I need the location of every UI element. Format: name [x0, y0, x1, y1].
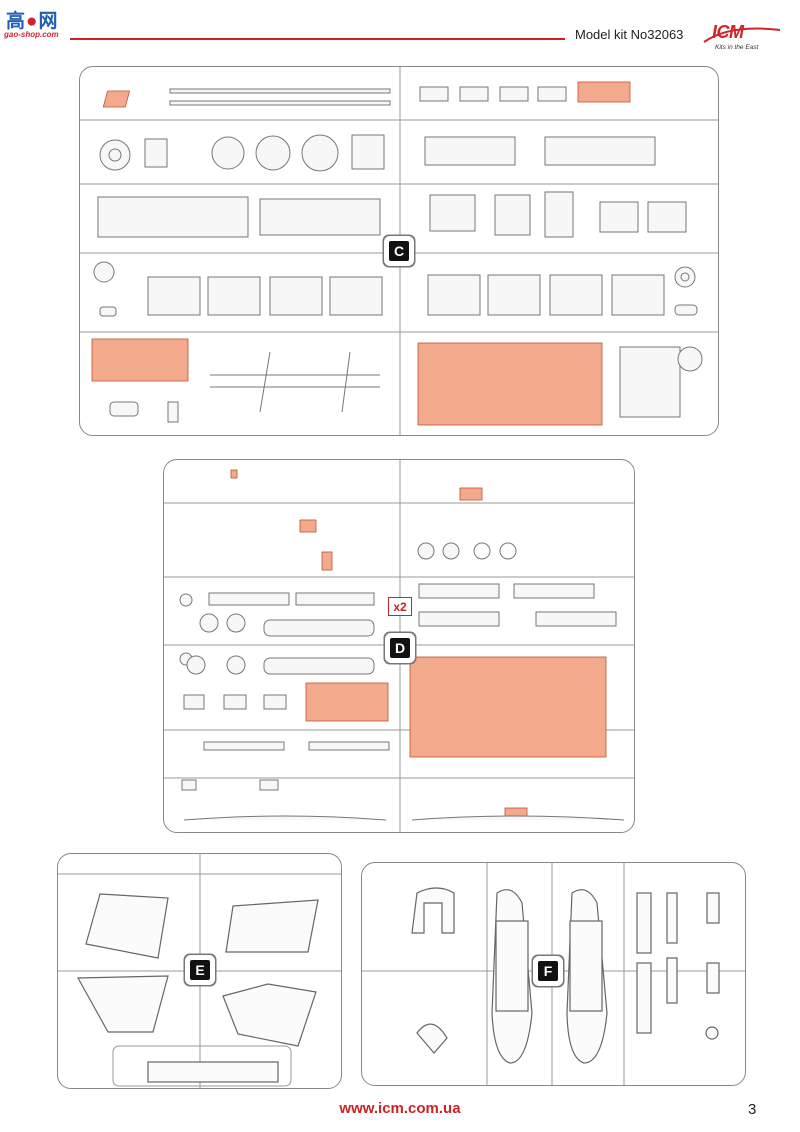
sprue-d-drawing	[164, 460, 634, 832]
sprue-e: E	[57, 853, 342, 1089]
sprue-e-drawing	[58, 854, 341, 1088]
logo-brand: ICM	[712, 22, 744, 42]
sprue-f-drawing	[362, 863, 745, 1085]
header-rule	[70, 38, 565, 40]
sprue-c: C	[79, 66, 719, 436]
sprue-c-drawing	[80, 67, 718, 435]
watermark-logo: 高●网	[6, 6, 59, 33]
watermark-char: ●	[26, 11, 39, 32]
sprue-f: F	[361, 862, 746, 1086]
page-number: 3	[748, 1101, 757, 1118]
watermark-url: gao-shop.com	[4, 30, 59, 39]
logo-swoosh-icon	[703, 27, 781, 43]
watermark-char: 高	[6, 11, 27, 32]
sprue-d: D	[163, 459, 635, 833]
logo-tagline: Kits in the East	[715, 44, 759, 51]
sprue-c-badge: C	[389, 241, 409, 261]
sprue-d-badge: D	[390, 638, 410, 658]
quantity-multiplier: x2	[388, 597, 412, 616]
footer-url: www.icm.com.ua	[339, 1100, 461, 1117]
icm-logo: ICM Kits in the East	[700, 20, 784, 56]
page-title: Model kit No32063	[575, 27, 684, 42]
sprue-e-badge: E	[190, 960, 210, 980]
watermark-char: 网	[38, 11, 59, 32]
sprue-f-badge: F	[538, 961, 558, 981]
